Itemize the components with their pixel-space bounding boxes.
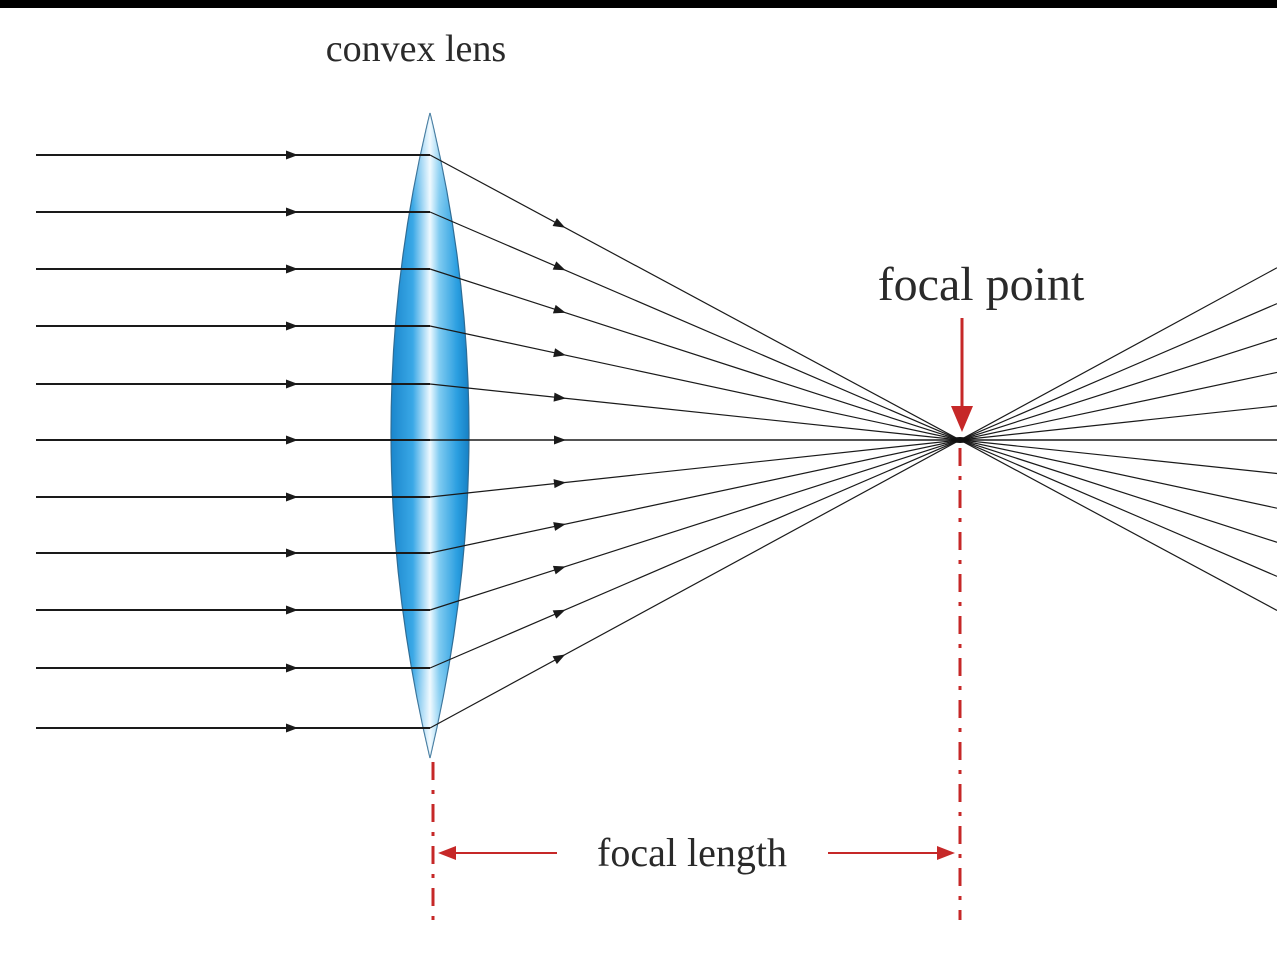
incident-ray-arrow: [286, 379, 298, 389]
incident-ray-arrow: [286, 723, 298, 733]
convex-lens-diagram: convex lens focal point focal length: [36, 28, 1277, 920]
refracted-ray-arrow: [553, 479, 566, 489]
refracted-ray: [429, 337, 1277, 611]
refracted-ray-arrow: [553, 522, 566, 531]
focal-length-label: focal length: [597, 830, 787, 875]
focal-length-right-arrowhead: [937, 846, 955, 860]
incident-ray-arrow: [286, 264, 298, 274]
lens-label: convex lens: [326, 28, 506, 70]
refracted-ray: [429, 154, 1277, 611]
focal-point-marker: [951, 318, 973, 443]
incident-ray-arrow: [286, 435, 298, 445]
lens: [390, 112, 470, 759]
incident-ray-arrow: [286, 150, 298, 160]
lens-highlight: [391, 113, 469, 758]
refracted-ray-arrow: [552, 218, 566, 228]
refracted-ray: [429, 383, 1277, 475]
refracted-ray-arrow: [552, 565, 566, 575]
refracted-ray-arrow: [552, 609, 566, 619]
refracted-ray-arrow: [552, 304, 566, 314]
refracted-ray: [429, 371, 1277, 554]
refracted-ray: [429, 211, 1277, 577]
refracted-ray-arrow: [552, 654, 566, 665]
refracted-ray-arrow: [553, 348, 566, 358]
incident-ray-arrow: [286, 663, 298, 673]
refracted-ray: [429, 268, 1277, 543]
incident-ray-arrow: [286, 548, 298, 558]
incident-ray-arrow: [286, 207, 298, 217]
refracted-ray: [429, 267, 1277, 729]
focal-point-label: focal point: [878, 258, 1085, 311]
refracted-ray: [429, 303, 1277, 669]
incident-ray-arrow: [286, 321, 298, 331]
refracted-ray-arrow: [554, 435, 566, 445]
incident-ray-arrow: [286, 605, 298, 615]
refracted-ray-arrow: [552, 261, 566, 271]
light-rays: [36, 150, 1277, 733]
incident-ray-arrow: [286, 492, 298, 502]
refracted-ray-arrow: [553, 392, 566, 402]
focal-length-dimension: [438, 846, 955, 860]
refracted-ray: [429, 405, 1277, 498]
diagram-canvas: convex lens focal point focal length: [0, 8, 1277, 956]
focal-point-dot: [951, 437, 969, 443]
focal-point-arrowhead: [951, 406, 973, 432]
refracted-ray: [429, 325, 1277, 509]
focal-length-left-arrowhead: [438, 846, 456, 860]
